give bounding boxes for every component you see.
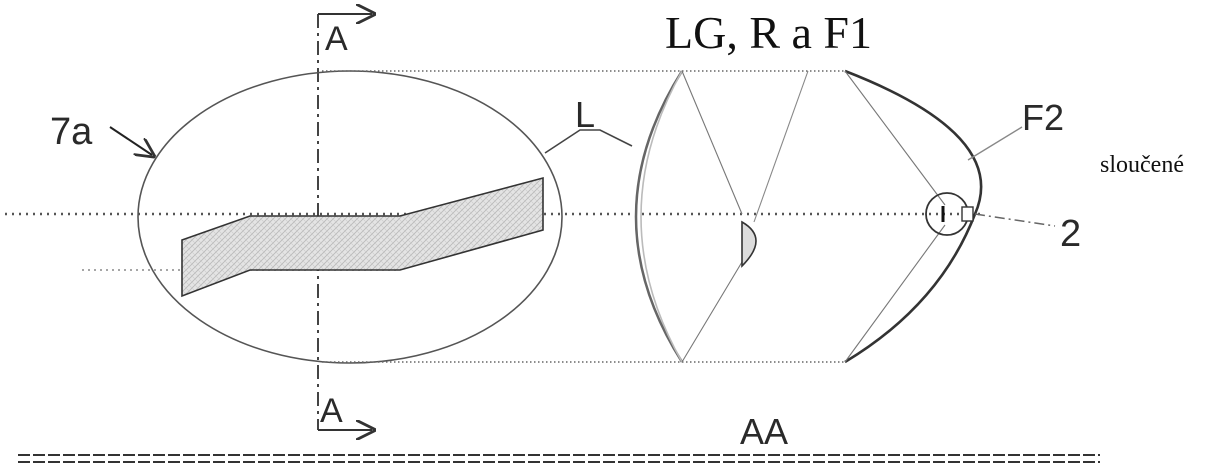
side-note: sloučené <box>1100 152 1184 178</box>
light-source-filament <box>961 206 974 222</box>
ray-upper-left <box>681 70 743 215</box>
reflector-curve <box>844 69 983 364</box>
ray-reflector-top <box>844 70 946 206</box>
ray-reflector-bottom <box>844 224 946 363</box>
leader-F2 <box>967 126 1023 161</box>
hatched-element <box>181 176 544 298</box>
section-label-bottom: A <box>320 392 343 430</box>
label-F2: F2 <box>1022 97 1064 138</box>
label-2: 2 <box>1060 213 1081 255</box>
leader-7a <box>109 126 152 155</box>
leader-L <box>544 129 633 154</box>
ray-upper-mid <box>753 70 809 223</box>
label-7a: 7a <box>50 111 93 153</box>
section-label-top: A <box>325 20 348 58</box>
lens-inner-arc <box>640 70 683 363</box>
lens-outer-arc <box>634 70 684 363</box>
axis-label-aa: AA <box>740 411 788 452</box>
leader-2 <box>974 213 1056 227</box>
ray-lower-left <box>681 261 743 363</box>
diagram-title: LG, R a F1 <box>665 7 872 58</box>
focal-dome <box>741 220 757 268</box>
label-L: L <box>575 94 595 135</box>
